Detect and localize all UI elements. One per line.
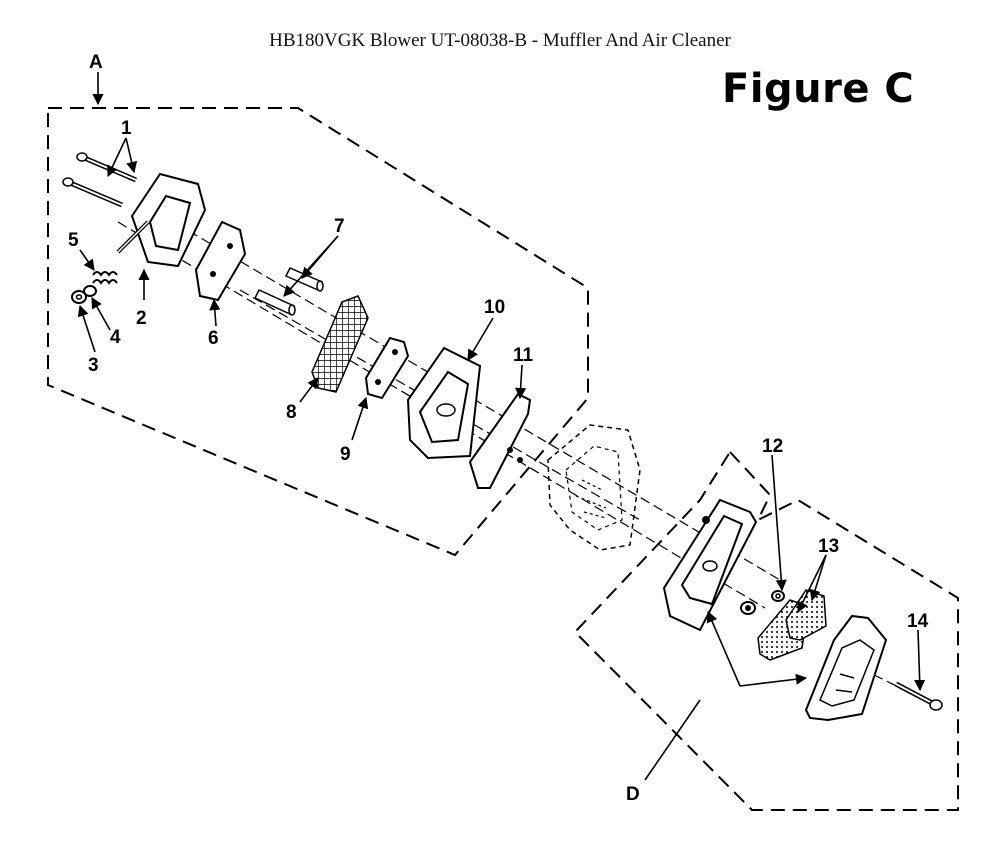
callout-10: 10	[484, 297, 505, 318]
callout-d: D	[626, 784, 640, 805]
callout-14: 14	[907, 611, 929, 632]
air-cleaner-base	[662, 498, 758, 632]
callout-2: 2	[136, 308, 147, 329]
callout-4: 4	[110, 327, 121, 348]
part-8-screen	[311, 295, 369, 393]
part-6-gasket-plate	[194, 220, 247, 302]
callout-a: A	[89, 52, 103, 73]
parts-3-4-5-washers-spring	[71, 271, 118, 304]
callout-11: 11	[513, 345, 534, 366]
callout-8: 8	[286, 402, 297, 423]
part-13-filter-elements	[757, 589, 827, 661]
page-title: HB180VGK Blower UT-08038-B - Muffler And…	[269, 30, 731, 51]
part-1-bolts	[62, 152, 137, 208]
air-cleaner-cover	[804, 614, 888, 722]
part-10-muffler-body	[406, 346, 482, 460]
callout-1: 1	[121, 118, 132, 139]
part-9-baffle-plate	[364, 336, 410, 400]
part-11-gasket	[468, 392, 532, 489]
callout-13: 13	[818, 536, 839, 557]
part-12-nut-washer	[740, 590, 785, 615]
callout-7: 7	[334, 216, 345, 237]
callout-12: 12	[762, 436, 783, 457]
callout-5: 5	[68, 230, 79, 251]
callout-9: 9	[340, 444, 351, 465]
part-14-screw	[894, 681, 943, 711]
engine-housing-ghost	[547, 424, 641, 551]
callout-leaders	[77, 72, 926, 781]
assembly-a-boundary	[47, 107, 589, 557]
assembly-d-boundary	[573, 450, 959, 811]
callout-6: 6	[208, 328, 219, 349]
figure-label: Figure C	[722, 66, 915, 112]
part-7-spacer-tubes	[253, 267, 324, 316]
part-2-muffler-frame	[116, 172, 207, 268]
callout-3: 3	[88, 355, 99, 376]
